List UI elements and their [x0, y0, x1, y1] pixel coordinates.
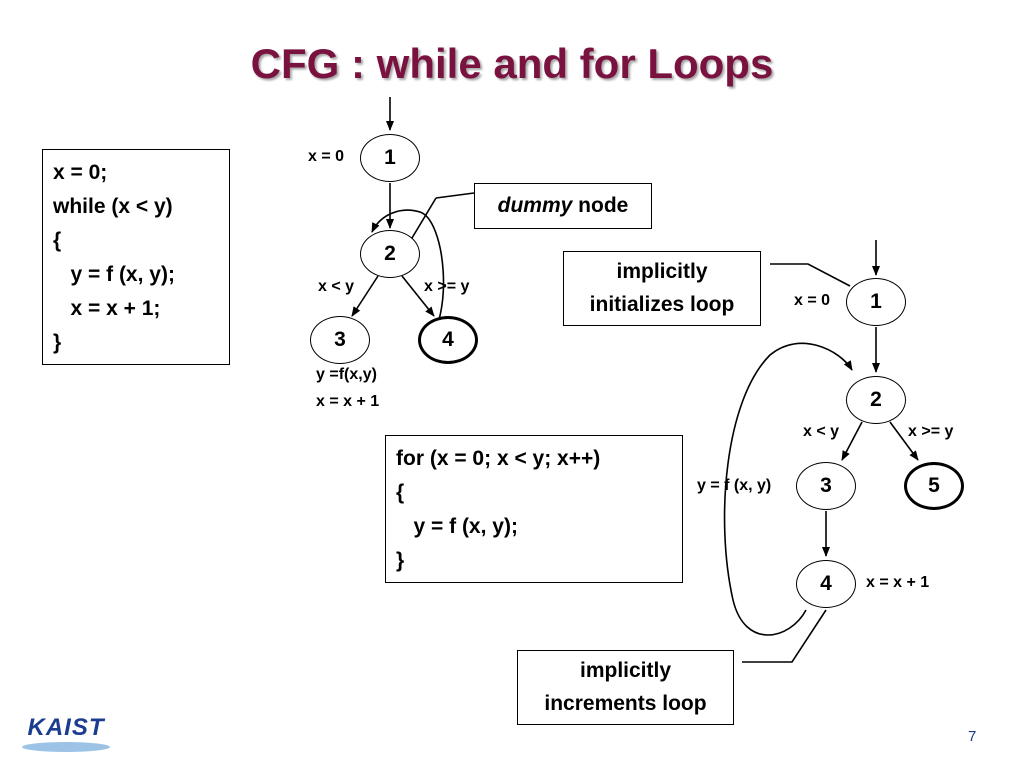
dummy-node-note: dummy node [474, 183, 652, 229]
cfg-node-3: 3 [310, 316, 370, 364]
code-line: x = x + 1; [53, 297, 161, 320]
code-line: x = 0; [53, 161, 108, 184]
incr-pointer [742, 609, 827, 663]
dummy-word: dummy [497, 194, 573, 217]
true-branch-label: x < y [803, 423, 840, 440]
logo-swoosh [22, 742, 110, 752]
init-loop-note: implicitly initializes loop [563, 251, 761, 326]
cfg-node-4-exit: 4 [418, 316, 478, 364]
dummy-pointer [435, 192, 475, 199]
edge-2-4 [401, 275, 435, 317]
note-line: implicitly [616, 260, 708, 283]
increment-label: x = x + 1 [866, 574, 930, 591]
cfg-node-1: 1 [846, 278, 906, 326]
cfg-node-5-exit: 5 [904, 462, 964, 510]
note-line: increments loop [544, 692, 707, 715]
body-label: y = f (x, y) [697, 477, 772, 494]
code-line: } [396, 549, 405, 572]
body-label: y =f(x,y) [316, 366, 377, 383]
for-code-box: for (x = 0; x < y; x++) { y = f (x, y); … [385, 435, 683, 583]
cfg-node-2: 2 [846, 376, 906, 424]
init-label: x = 0 [308, 148, 345, 165]
while-code-box: x = 0; while (x < y) { y = f (x, y); x =… [42, 149, 230, 365]
body-label: x = x + 1 [316, 393, 380, 410]
logo-text: KAIST [27, 714, 105, 741]
dummy-pointer-2 [411, 197, 437, 239]
edge-2-3 [351, 275, 379, 317]
false-branch-label: x >= y [908, 423, 954, 440]
dummy-rest: node [572, 194, 629, 217]
init-pointer [770, 263, 851, 287]
kaist-logo: KAIST [20, 714, 112, 754]
code-line: y = f (x, y); [53, 263, 175, 286]
code-line: while (x < y) [53, 195, 173, 218]
cfg-node-3: 3 [796, 462, 856, 510]
incr-loop-note: implicitly increments loop [517, 650, 734, 725]
code-line: y = f (x, y); [396, 515, 518, 538]
false-branch-label: x >= y [424, 278, 470, 295]
slide-title: CFG : while and for Loops [250, 40, 774, 87]
code-line: } [53, 331, 62, 354]
page-number: 7 [968, 728, 977, 745]
cfg-node-2: 2 [360, 230, 420, 278]
cfg-node-4: 4 [796, 560, 856, 608]
code-line: { [396, 481, 405, 504]
note-line: initializes loop [589, 293, 735, 316]
code-line: for (x = 0; x < y; x++) [396, 447, 601, 470]
init-label: x = 0 [794, 292, 831, 309]
edge-3-back-to-2 [371, 209, 445, 349]
code-line: { [53, 229, 62, 252]
true-branch-label: x < y [318, 278, 355, 295]
edge-for-4-back-to-2 [723, 342, 853, 636]
cfg-node-1: 1 [360, 134, 420, 182]
edge-for-2-3 [841, 421, 863, 461]
note-line: implicitly [579, 659, 672, 682]
edge-for-2-5 [889, 421, 919, 461]
